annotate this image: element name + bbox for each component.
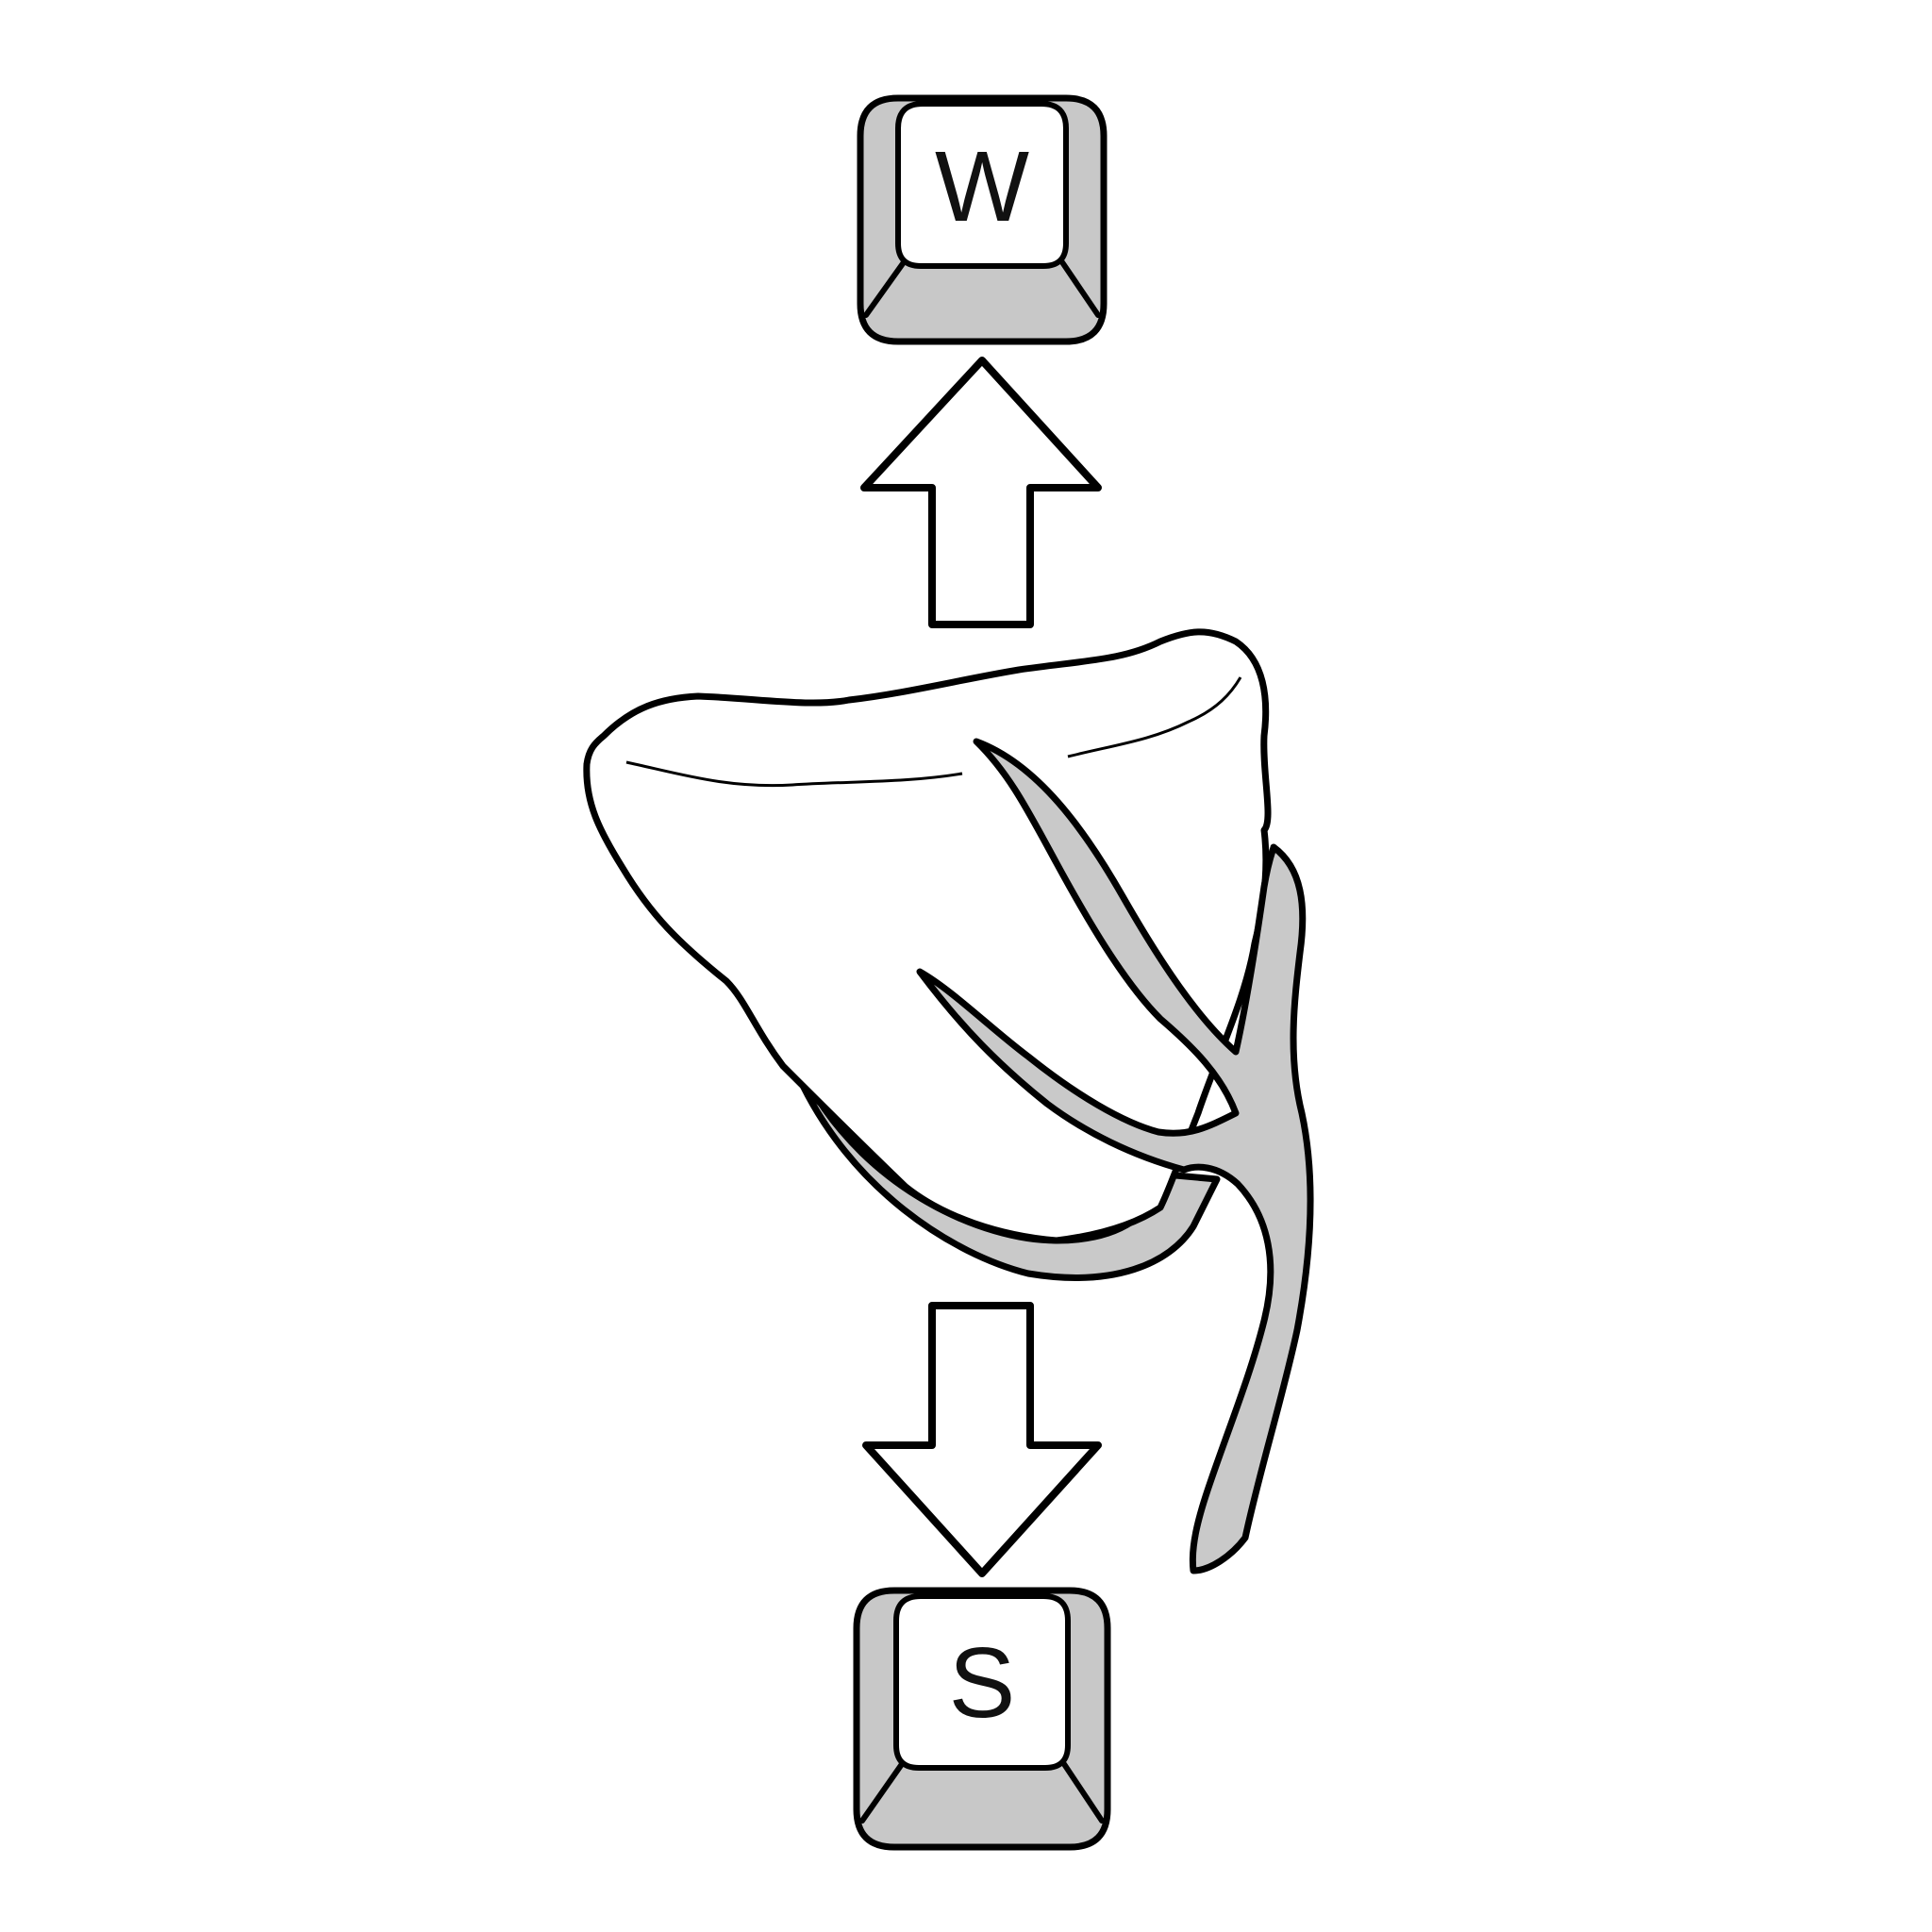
s-key-bevel-left — [859, 1761, 905, 1824]
rock-edge-line-right — [1067, 676, 1242, 758]
arrow-down-icon — [862, 1302, 1102, 1577]
s-key-top — [893, 1593, 1071, 1771]
s-key: S — [853, 1587, 1111, 1851]
s-key-label: S — [949, 1627, 1016, 1739]
w-key-top — [895, 101, 1069, 269]
arrow-up-icon — [860, 357, 1102, 628]
s-key-bevel-right — [1061, 1761, 1105, 1824]
w-key: W — [857, 94, 1108, 345]
w-key-bevel-right — [1059, 259, 1101, 318]
w-key-bevel-left — [863, 259, 907, 318]
rock-edge-line-left — [625, 760, 963, 788]
rock-on-stalk-icon — [583, 628, 1314, 1574]
w-key-label: W — [935, 131, 1029, 242]
stalk-main — [916, 738, 1314, 1574]
